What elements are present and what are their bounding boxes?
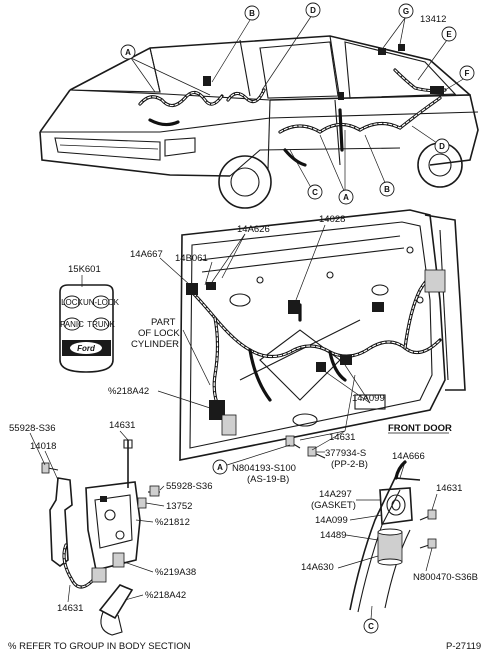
callout-c-top: C: [307, 184, 323, 200]
door-illustration: [179, 209, 466, 461]
callout-g: G: [398, 3, 414, 19]
label-n800470: N800470-S36B: [413, 572, 478, 583]
label-14a626: 14A626: [237, 224, 270, 235]
label-of-lock: OF LOCK: [138, 328, 180, 339]
svg-text:PANIC: PANIC: [60, 320, 84, 329]
door-detail: [349, 460, 437, 613]
label-part: PART: [151, 317, 176, 328]
label-14a297: 14A297: [319, 489, 352, 500]
label-14a099-bottom: 14A099: [315, 515, 348, 526]
ford-oval-logo: [70, 342, 102, 354]
callout-a-door: A: [212, 459, 228, 475]
label-219a38: %219A38: [155, 567, 196, 578]
label-14b061: 14B061: [175, 253, 208, 264]
svg-text:E: E: [446, 30, 452, 39]
label-14631-lock-top: 14631: [109, 420, 135, 431]
label-14a666: 14A666: [392, 451, 425, 462]
label-21812: %21812: [155, 517, 190, 528]
label-cylinder: CYLINDER: [131, 339, 179, 350]
svg-text:A: A: [125, 48, 131, 57]
callout-c-bottom: C: [363, 618, 379, 634]
callout-f: F: [459, 65, 475, 81]
fob-panic-button: [63, 317, 81, 331]
label-14a099-top: 14A099: [352, 393, 385, 404]
label-gasket: (GASKET): [311, 500, 356, 511]
lock-assembly: [41, 439, 160, 636]
label-218a42-bottom: %218A42: [145, 590, 186, 601]
key-fob: 15K601 LOCK UN-LOCK PANIC TRUNK Ford: [59, 264, 120, 373]
callout-d-right: D: [434, 138, 450, 154]
label-14631-detail: 14631: [436, 483, 462, 494]
svg-text:A: A: [343, 193, 349, 202]
label-as19b: (AS-19-B): [247, 474, 289, 485]
svg-text:TRUNK: TRUNK: [87, 320, 115, 329]
fob-trunk-button: [92, 317, 110, 331]
callout-e: E: [441, 26, 457, 42]
label-14a667: 14A667: [130, 249, 163, 260]
label-14631-door: 14631: [329, 432, 355, 443]
label-14489: 14489: [320, 530, 346, 541]
svg-text:A: A: [217, 463, 223, 472]
label-218a42-top: %218A42: [108, 386, 149, 397]
svg-text:D: D: [310, 6, 316, 15]
car-illustration: [39, 14, 479, 209]
svg-text:LOCK: LOCK: [61, 298, 83, 307]
svg-text:B: B: [249, 9, 255, 18]
svg-text:F: F: [465, 69, 470, 78]
callout-a-bottom: A: [338, 189, 354, 205]
label-13752: 13752: [166, 501, 192, 512]
svg-text:D: D: [439, 142, 445, 151]
svg-text:UN-LOCK: UN-LOCK: [83, 298, 120, 307]
label-377934: 377934-S: [325, 448, 366, 459]
label-14631-lock-bottom: 14631: [57, 603, 83, 614]
label-55928-top: 55928-S36: [9, 423, 55, 434]
label-14018: 14018: [30, 441, 56, 452]
callout-d-top: D: [305, 2, 321, 18]
label-n804193: N804193-S100: [232, 463, 296, 474]
svg-text:C: C: [312, 188, 318, 197]
label-15k601: 15K601: [68, 264, 101, 275]
callout-b-bottom: B: [379, 181, 395, 197]
fob-unlock-button: [92, 295, 110, 309]
label-13412: 13412: [420, 14, 446, 25]
callout-b-top: B: [244, 5, 260, 21]
label-pp2b: (PP-2-B): [331, 459, 368, 470]
svg-text:B: B: [384, 185, 390, 194]
footer-note: % REFER TO GROUP IN BODY SECTION: [8, 641, 191, 652]
svg-text:Ford: Ford: [77, 344, 96, 353]
label-front-door: FRONT DOOR: [388, 423, 452, 434]
callout-a-top: A: [120, 44, 136, 60]
figure-id: P-27119: [446, 641, 481, 652]
label-55928-bottom: 55928-S36: [166, 481, 212, 492]
svg-text:C: C: [368, 622, 374, 631]
fob-lock-button: [63, 295, 81, 309]
svg-text:G: G: [403, 7, 409, 16]
label-14028: 14028: [319, 214, 345, 225]
label-14a630: 14A630: [301, 562, 334, 573]
